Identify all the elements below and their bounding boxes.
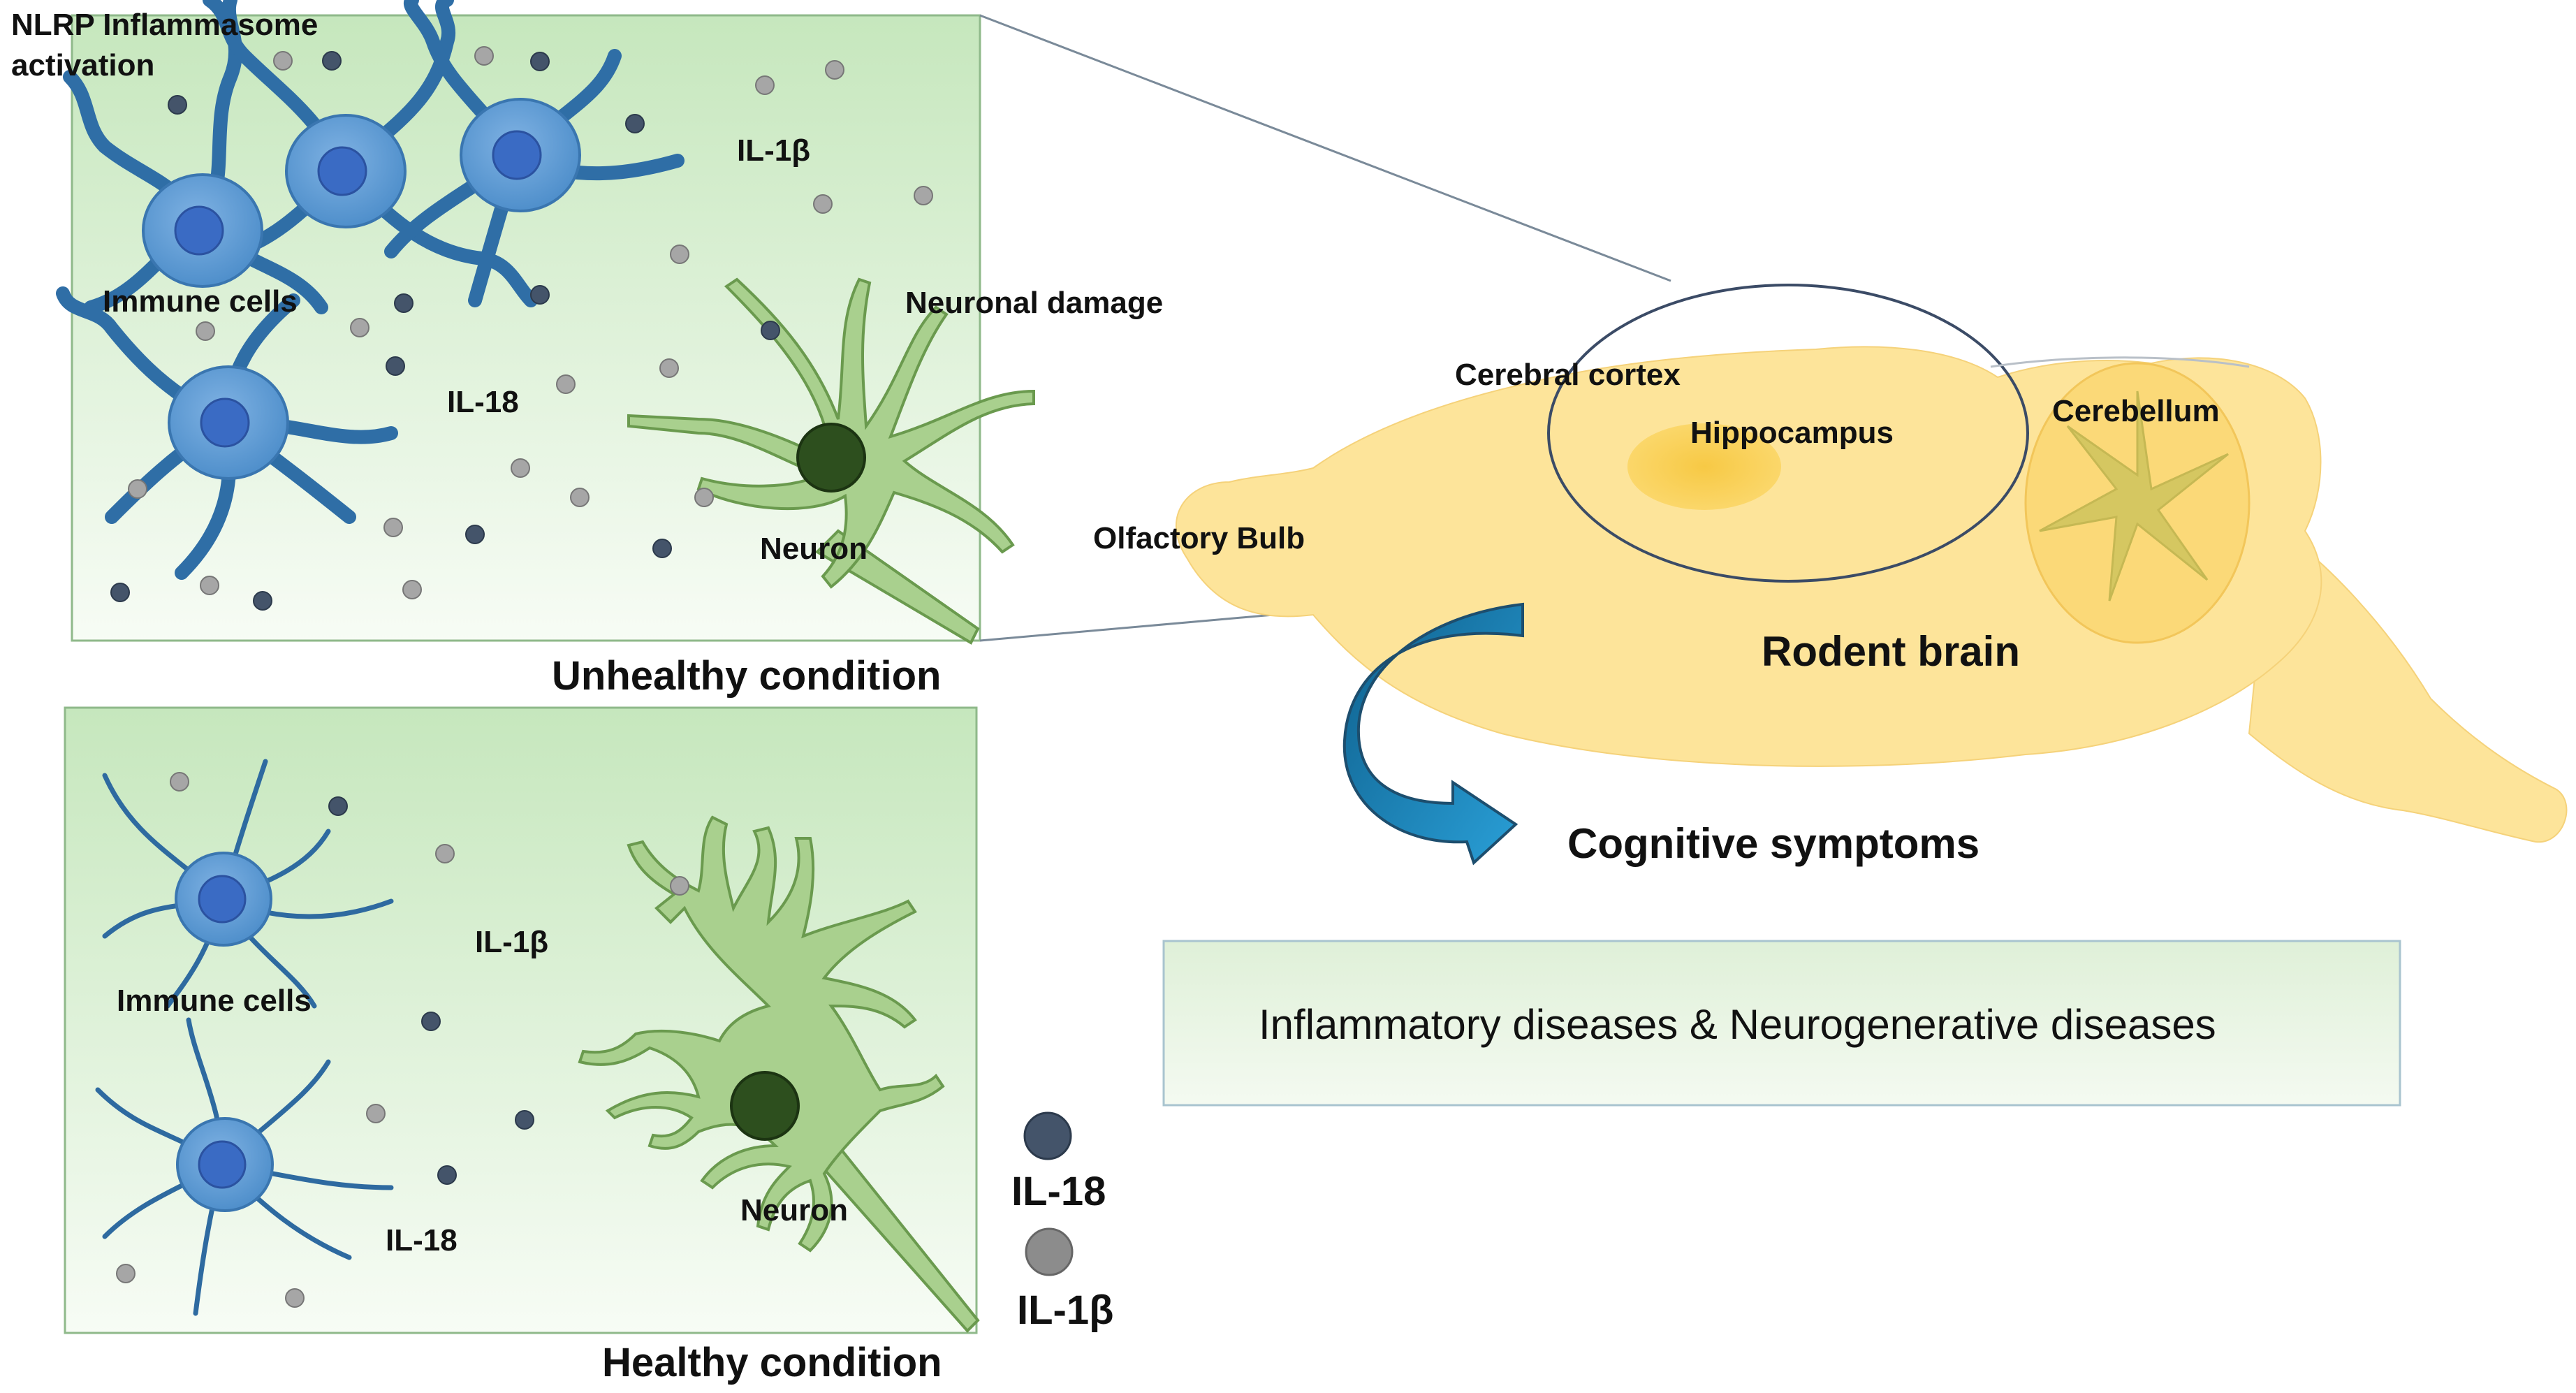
unhealthy-il18-label: IL-18	[447, 385, 519, 419]
zoom-ellipse	[1547, 284, 2029, 583]
cerebellum-label: Cerebellum	[2052, 394, 2220, 428]
rodent-brain-label: Rodent brain	[1762, 628, 2020, 675]
legend-il1b-label: IL-1β	[1017, 1288, 1114, 1333]
brain-stem	[2248, 523, 2568, 843]
rodent-brain: Cerebral cortex Hippocampus Cerebellum O…	[979, 14, 2568, 843]
legend-il18-swatch	[1023, 1111, 1072, 1160]
hippocampus-label: Hippocampus	[1690, 416, 1894, 450]
zoom-line-top	[979, 14, 1671, 282]
healthy-panel-title: Healthy condition	[602, 1340, 942, 1385]
hippocampus	[1627, 423, 1781, 510]
healthy-immune-label: Immune cells	[117, 984, 312, 1018]
immune-cell	[142, 173, 263, 288]
neuron	[627, 277, 1035, 645]
legend-il1b-swatch	[1025, 1227, 1074, 1276]
immune-cell	[175, 852, 272, 947]
unhealthy-il1b-label: IL-1β	[737, 133, 810, 168]
cerebellum	[2024, 362, 2251, 644]
healthy-panel: IL-1β Immune cells IL-18 Neuron Healthy …	[64, 706, 980, 1385]
neuronal-damage-label: Neuronal damage	[905, 286, 1163, 320]
nlrp-activation-label: NLRP Inflammasome	[11, 8, 318, 42]
immune-cell	[168, 365, 289, 480]
immune-cell	[285, 114, 407, 228]
unhealthy-neuron-label: Neuron	[760, 532, 868, 566]
curved-arrow	[1342, 602, 1524, 866]
immune-cell	[176, 1117, 274, 1212]
legend: IL-18 IL-1β	[1011, 1111, 1114, 1333]
il18-particles	[328, 796, 534, 1185]
unhealthy-panel-title: Unhealthy condition	[552, 653, 941, 699]
healthy-neuron-label: Neuron	[740, 1193, 848, 1227]
diseases-label: Inflammatory diseases & Neurogenerative …	[1259, 1001, 2216, 1048]
unhealthy-immune-label: Immune cells	[103, 284, 298, 319]
il1b-particles	[116, 772, 689, 1308]
cerebral-cortex-label: Cerebral cortex	[1455, 358, 1681, 392]
healthy-il1b-label: IL-1β	[475, 925, 548, 959]
olfactory-bulb-label: Olfactory Bulb	[1093, 521, 1305, 555]
il18-particles	[110, 51, 780, 611]
unhealthy-panel: NLRP Inflammasome IL-1β Immune cells IL-…	[11, 0, 1163, 699]
neuron	[578, 815, 980, 1333]
diseases-box-background	[1162, 940, 2401, 1107]
nlrp-activation-label-line2: activation	[11, 48, 154, 82]
brain-top-outline	[1990, 356, 2250, 368]
il1b-particles	[128, 46, 933, 599]
cognitive-symptoms-label: Cognitive symptoms	[1567, 820, 1979, 867]
healthy-il18-label: IL-18	[386, 1223, 458, 1257]
immune-cell	[460, 98, 581, 212]
legend-il18-label: IL-18	[1011, 1169, 1106, 1214]
diseases-box: Inflammatory diseases & Neurogenerative …	[1162, 940, 2401, 1107]
